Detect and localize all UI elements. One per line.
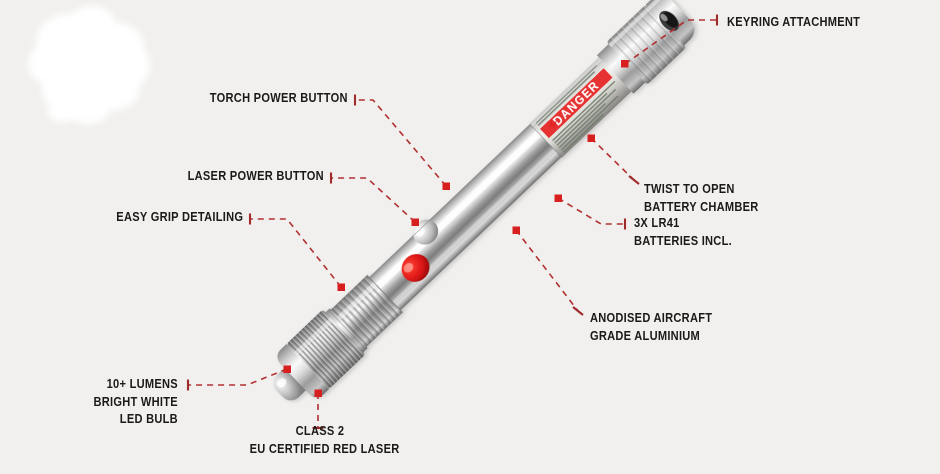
callout-torch-power-button: TORCH POWER BUTTON (210, 90, 348, 108)
warning-label: DANGER (529, 57, 632, 158)
laser-power-button (401, 253, 430, 282)
keyring-hole (659, 10, 680, 32)
callout-line: ANODISED AIRCRAFT (590, 311, 713, 325)
callout-twist-to-open-battery-chamber: TWIST TO OPEN BATTERY CHAMBER (644, 181, 759, 216)
callout-line: GRADE ALUMINIUM (590, 328, 701, 343)
tail-cap (596, 0, 695, 94)
leader-laser-button (331, 177, 416, 223)
callout-line: EU CERTIFIED RED LASER (249, 441, 400, 456)
callout-line: CLASS 2 (295, 424, 345, 438)
anchor-dots (283, 60, 629, 397)
leader-grip (250, 218, 342, 288)
led-bulb-tip (273, 368, 306, 401)
callout-line: BATTERIES INCL. (634, 233, 732, 248)
callout-anodised-aircraft-grade-aluminium: ANODISED AIRCRAFT GRADE ALUMINIUM (590, 310, 712, 345)
leader-keyring (624, 19, 717, 65)
leader-torch-button (355, 99, 447, 187)
callout-line: LED BULB (119, 412, 178, 426)
callout-laser-power-button: LASER POWER BUTTON (188, 168, 324, 186)
callout-line: 10+ LUMENS (106, 377, 178, 391)
callout-keyring-attachment: KEYRING ATTACHMENT (727, 14, 860, 32)
leader-led (188, 368, 288, 386)
callout-line: KEYRING ATTACHMENT (727, 15, 861, 29)
head-bezel (277, 310, 365, 398)
leader-twist (590, 137, 635, 181)
callout-line: TWIST TO OPEN (644, 182, 735, 196)
torch-power-button (413, 219, 439, 245)
callout-line: 3X LR41 (634, 216, 680, 230)
leader-aluminium (515, 229, 579, 312)
callout-led-bulb: 10+ LUMENS BRIGHT WHITE LED BULB (94, 376, 178, 429)
callout-line: BRIGHT WHITE (93, 394, 178, 409)
callout-lr41-batteries: 3X LR41 BATTERIES INCL. (634, 215, 732, 250)
leader-batteries (557, 197, 625, 225)
callout-line: EASY GRIP DETAILING (116, 210, 243, 224)
callout-line: TORCH POWER BUTTON (210, 91, 348, 105)
callout-easy-grip-detailing: EASY GRIP DETAILING (116, 209, 243, 227)
callout-line: BATTERY CHAMBER (644, 199, 759, 214)
callout-class-2-red-laser: CLASS 2 EU CERTIFIED RED LASER (249, 423, 400, 458)
callout-line: LASER POWER BUTTON (187, 169, 324, 183)
